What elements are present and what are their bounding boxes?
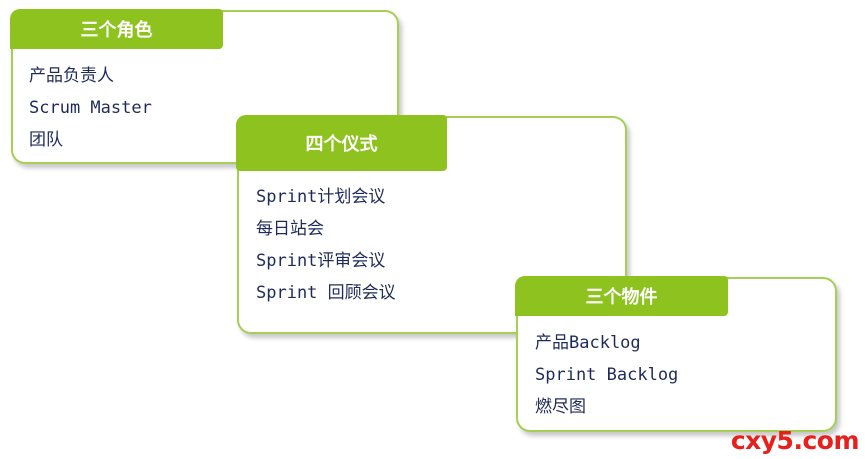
ceremonies-card: 四个仪式 Sprint计划会议 每日站会 Sprint评审会议 Sprint 回… bbox=[236, 115, 627, 334]
list-item: Sprint 回顾会议 bbox=[256, 283, 396, 303]
list-item: Scrum Master bbox=[29, 98, 152, 118]
roles-card: 三个角色 产品负责人 Scrum Master 团队 bbox=[10, 9, 399, 164]
list-item: Sprint计划会议 bbox=[256, 187, 386, 207]
list-item: 产品负责人 bbox=[29, 66, 114, 86]
list-item: 每日站会 bbox=[256, 219, 324, 239]
list-item: 燃尽图 bbox=[535, 397, 586, 417]
list-item: 团队 bbox=[29, 130, 63, 150]
list-item: Sprint Backlog bbox=[535, 365, 679, 385]
artifacts-title: 三个物件 bbox=[515, 276, 728, 316]
roles-title: 三个角色 bbox=[10, 9, 223, 49]
roles-list: 产品负责人 Scrum Master 团队 bbox=[29, 60, 152, 156]
list-item: 产品Backlog bbox=[535, 333, 641, 353]
watermark: cxy5.com bbox=[730, 426, 860, 455]
ceremonies-list: Sprint计划会议 每日站会 Sprint评审会议 Sprint 回顾会议 bbox=[256, 181, 396, 309]
artifacts-card: 三个物件 产品Backlog Sprint Backlog 燃尽图 bbox=[515, 276, 837, 432]
list-item: Sprint评审会议 bbox=[256, 251, 386, 271]
artifacts-list: 产品Backlog Sprint Backlog 燃尽图 bbox=[535, 327, 678, 423]
ceremonies-title: 四个仪式 bbox=[236, 115, 447, 171]
